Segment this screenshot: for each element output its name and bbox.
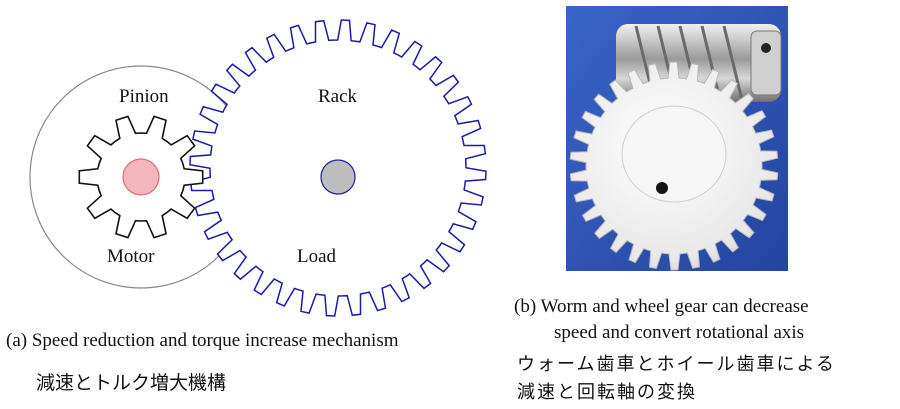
- caption-b-line1: (b) Worm and wheel gear can decrease: [514, 296, 809, 317]
- set-screw: [656, 182, 668, 194]
- caption-b-line2: speed and convert rotational axis: [554, 322, 805, 343]
- caption-a: (a) Speed reduction and torque increase …: [6, 330, 399, 351]
- load-label: Load: [297, 246, 337, 267]
- rack-label: Rack: [318, 86, 358, 107]
- worm-gear-photo: [566, 6, 788, 271]
- wheel-hub: [621, 105, 727, 203]
- rack-hub: [320, 159, 356, 195]
- pinion-label: Pinion: [119, 86, 169, 107]
- caption-b-japanese-line1: ウォーム歯車とホイール歯車による: [517, 354, 836, 375]
- gear-diagram: Pinion Motor Rack Load: [29, 19, 487, 317]
- pinion-hub: [122, 158, 160, 196]
- caption-a-japanese: 減速とトルク増大機構: [36, 372, 227, 394]
- caption-b-japanese-line2: 減速と回転軸の変換: [517, 382, 697, 403]
- motor-label: Motor: [107, 246, 155, 267]
